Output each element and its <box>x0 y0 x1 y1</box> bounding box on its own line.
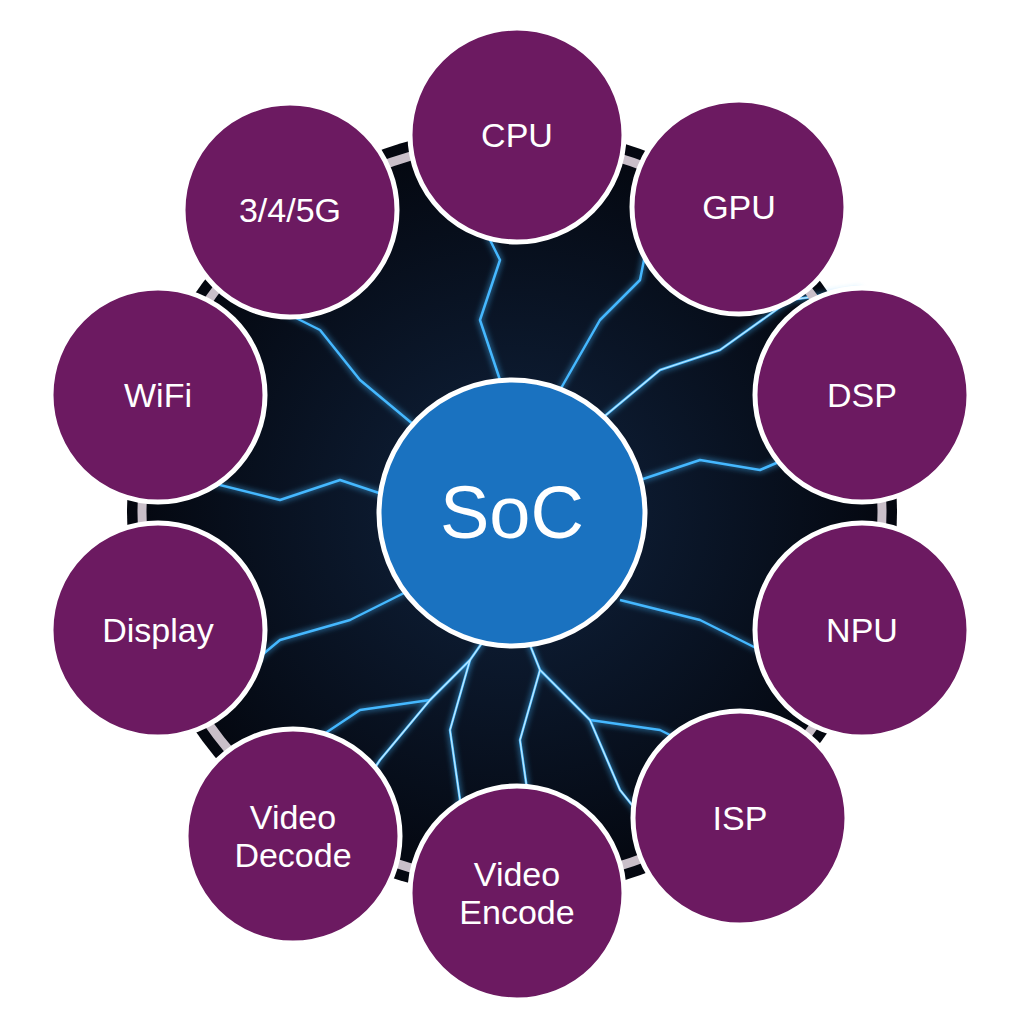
component-circle: ISP <box>630 708 850 928</box>
component-label: CPU <box>481 116 553 154</box>
component-circle: Video Encode <box>407 783 627 1003</box>
component-label: NPU <box>826 611 898 649</box>
component-label: ISP <box>713 799 768 837</box>
component-label: 3/4/5G <box>239 191 341 229</box>
component-circle: DSP <box>752 285 972 505</box>
component-circle: Video Decode <box>183 726 403 946</box>
component-circle: CPU <box>407 25 627 245</box>
component-circle: 3/4/5G <box>180 100 400 320</box>
center-circle: SoC <box>376 377 648 649</box>
component-circle: GPU <box>629 97 849 317</box>
component-circle: WiFi <box>48 285 268 505</box>
component-circle: Display <box>48 520 268 740</box>
center-label: SoC <box>440 472 584 555</box>
component-label: DSP <box>827 376 897 414</box>
component-label: Video Encode <box>438 855 596 931</box>
component-label: Video Decode <box>214 798 372 874</box>
component-label: WiFi <box>124 376 192 414</box>
component-label: GPU <box>702 188 776 226</box>
component-label: Display <box>102 611 213 649</box>
component-circle: NPU <box>752 520 972 740</box>
